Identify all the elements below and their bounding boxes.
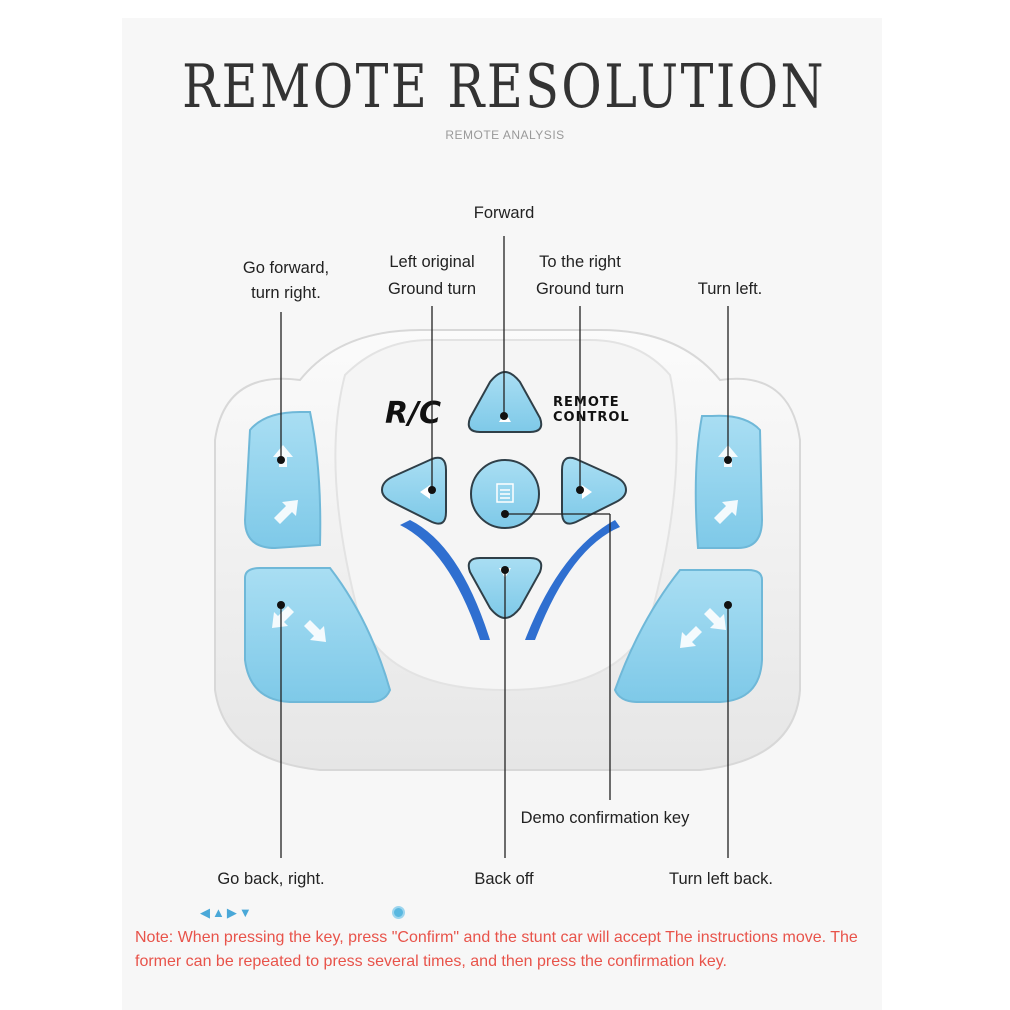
triangle-down-icon: ▼ — [239, 903, 252, 923]
confirm-dot-icon — [392, 906, 405, 919]
instruction-note: Note: When pressing the key, press "Conf… — [135, 926, 880, 974]
triangle-right-icon: ▶ — [227, 903, 237, 923]
label-demo-confirmation: Demo confirmation key — [500, 805, 710, 832]
turn-left-button[interactable] — [696, 416, 762, 548]
label-right-ground: To the right Ground turn — [510, 249, 650, 303]
direction-legend: ◀ ▲ ▶ ▼ — [200, 903, 252, 923]
brand-line-1: REMOTE — [553, 395, 620, 410]
label-turn-left-back: Turn left back. — [646, 866, 796, 893]
brand-line-2: CONTROL — [553, 410, 630, 425]
label-forward: Forward — [454, 200, 554, 227]
triangle-left-icon: ◀ — [200, 903, 210, 923]
label-go-back-right: Go back, right. — [196, 866, 346, 893]
label-go-forward-right: Go forward, turn right. — [216, 256, 356, 306]
forward-right-button[interactable] — [245, 412, 320, 548]
label-back-off: Back off — [444, 866, 564, 893]
label-left-original: Left original Ground turn — [362, 249, 502, 303]
triangle-up-icon: ▲ — [212, 903, 225, 923]
rc-logo: R/C — [385, 396, 441, 431]
label-turn-left: Turn left. — [670, 276, 790, 303]
